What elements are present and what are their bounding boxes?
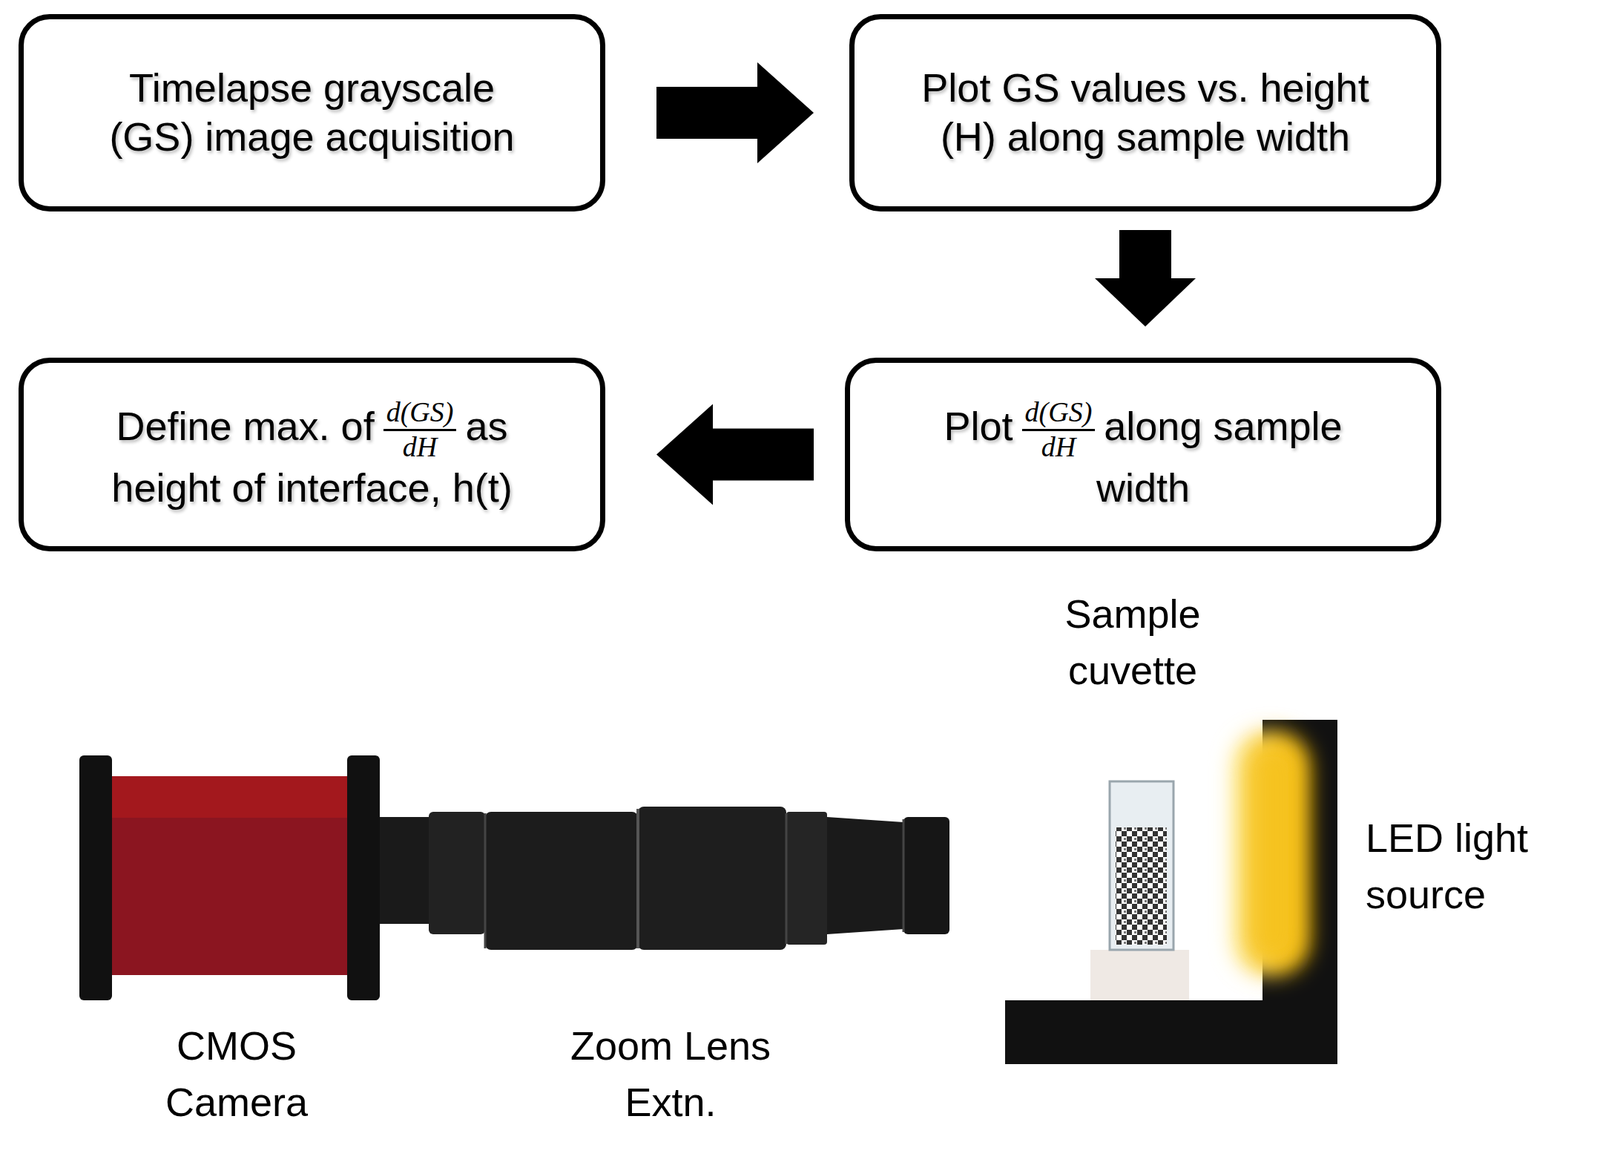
box-text: Define max. ofd(GS)dHasheight of interfa…: [111, 396, 512, 512]
fraction: d(GS)dH: [1022, 396, 1096, 463]
box-text: Plot GS values vs. height (H) along samp…: [899, 63, 1392, 162]
box-line: Define max. ofd(GS)dHas: [111, 396, 512, 463]
part-label: Zoom Lens Extn.: [540, 1017, 801, 1130]
box-label: along sample width: [1096, 404, 1343, 510]
fraction-denominator: dH: [383, 430, 457, 464]
part-label: LED light source: [1365, 810, 1589, 923]
box-label: Timelapse grayscale (GS) image acquisiti…: [109, 65, 515, 159]
box-label: as: [465, 404, 508, 449]
box-label: Define max. of: [116, 404, 375, 449]
process-box: Timelapse grayscale (GS) image acquisiti…: [18, 14, 606, 212]
process-box: Define max. ofd(GS)dHasheight of interfa…: [18, 357, 606, 552]
box-label: height of interface, h(t): [111, 463, 512, 513]
fraction-numerator: d(GS): [1022, 396, 1096, 431]
cmos-camera: [79, 755, 380, 1000]
block-arrow: [1094, 229, 1196, 327]
block-arrow: [656, 62, 814, 164]
box-label: Plot GS values vs. height (H) along samp…: [921, 65, 1369, 159]
fraction-denominator: dH: [1022, 430, 1096, 464]
part-label: CMOS Camera: [132, 1017, 341, 1130]
sample-stand: [1005, 719, 1338, 1064]
part-label: Sample cuvette: [1036, 585, 1230, 699]
zoom-lens: [379, 806, 950, 950]
process-box: Plotd(GS)dHalong sample width: [844, 357, 1442, 552]
sample-cuvette: [1090, 781, 1190, 1000]
box-label: Plot: [943, 404, 1013, 449]
fraction-numerator: d(GS): [383, 396, 457, 431]
fraction: d(GS)dH: [383, 396, 457, 463]
box-text: Timelapse grayscale (GS) image acquisiti…: [83, 63, 541, 162]
box-text: Plotd(GS)dHalong sample width: [901, 396, 1385, 512]
block-arrow: [656, 404, 814, 506]
process-box: Plot GS values vs. height (H) along samp…: [849, 14, 1442, 212]
